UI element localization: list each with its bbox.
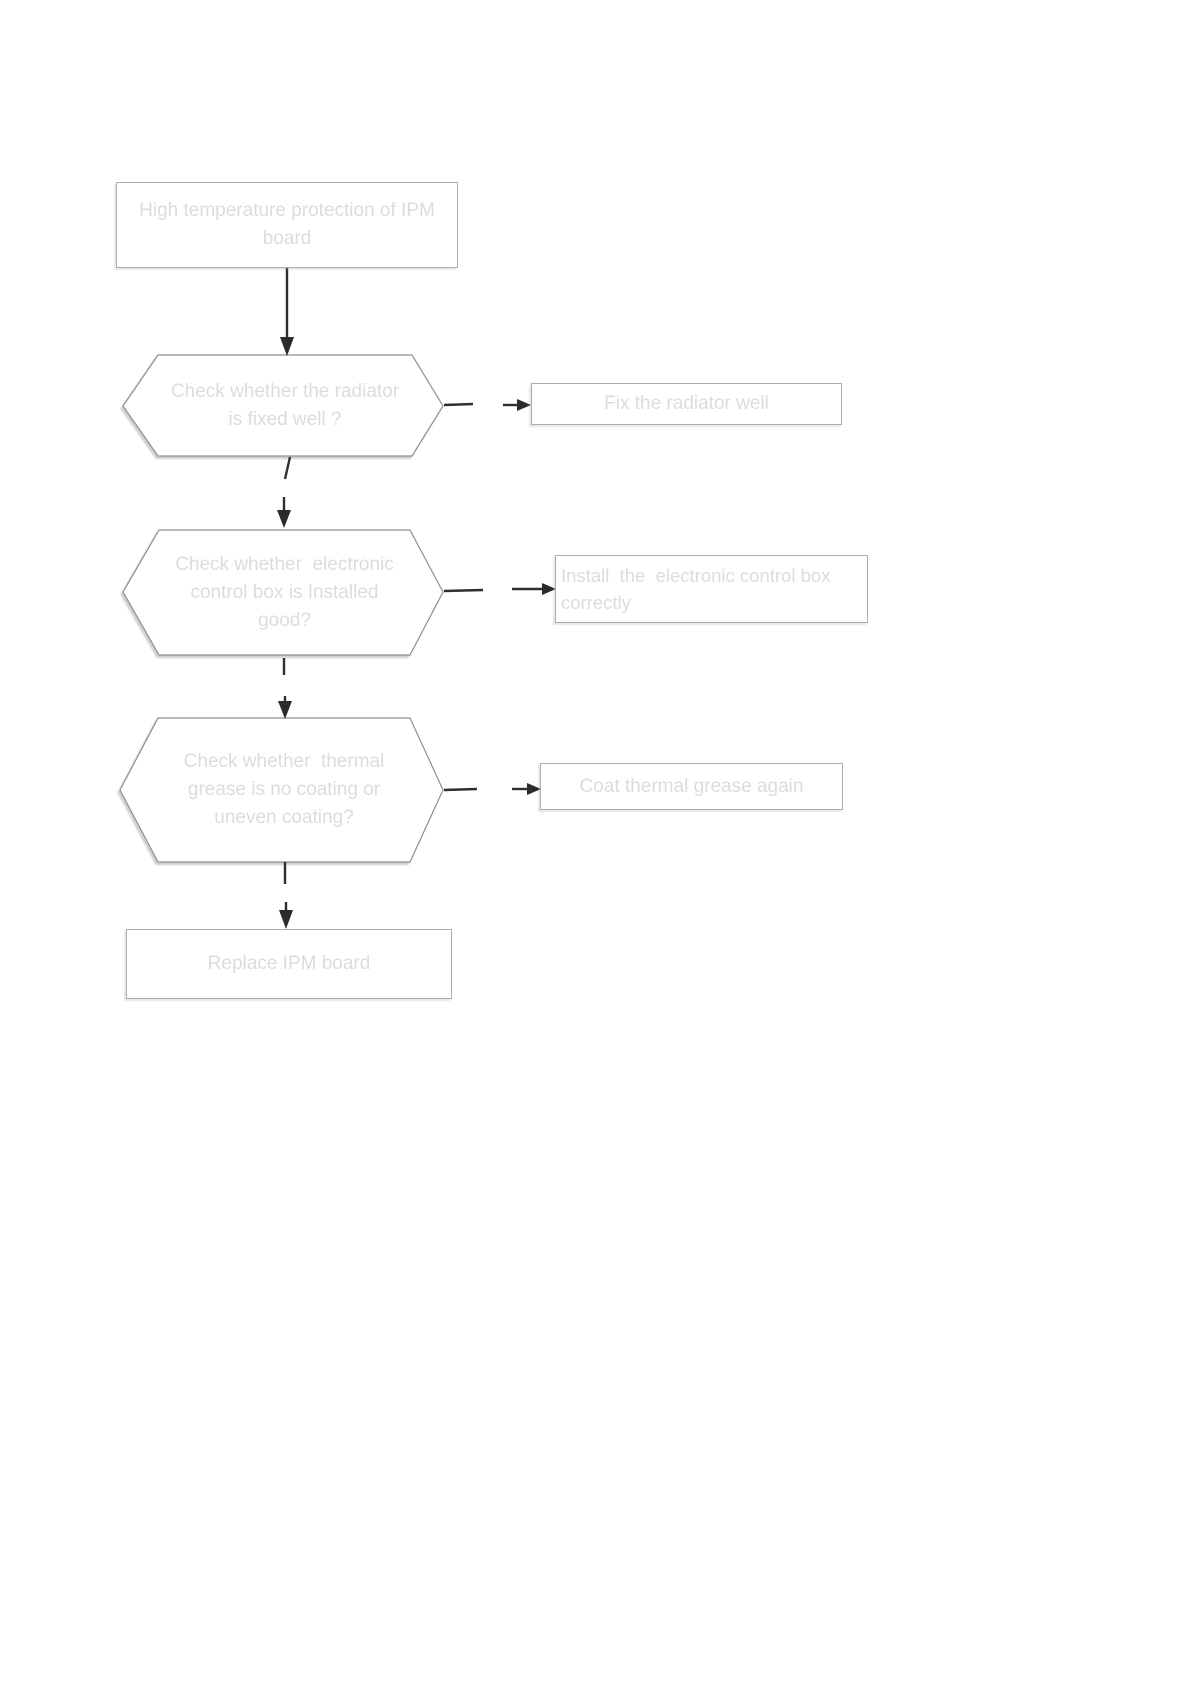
action-fix-radiator: Fix the radiator well — [531, 383, 842, 425]
decision3-hexagon — [119, 717, 444, 863]
connector-decision1-to-decision2 — [277, 456, 292, 528]
decision2-hexagon — [122, 529, 444, 656]
action-coat-thermal-grease: Coat thermal grease again — [540, 763, 843, 810]
decision1-hexagon — [122, 354, 444, 457]
connector-decision3-to-end — [279, 862, 293, 929]
action-install-control-box: Install the electronic control box corre… — [555, 555, 868, 623]
end-node-replace-ipm-board: Replace IPM board — [126, 929, 452, 999]
start-node: High temperature protection of IPM board — [116, 182, 458, 268]
connector-decision2-to-decision3 — [278, 658, 292, 719]
connector-start-to-decision1 — [280, 268, 294, 356]
connector-decision3-to-action3 — [443, 783, 541, 795]
connector-decision1-to-action1 — [443, 399, 531, 411]
connector-decision2-to-action2 — [443, 583, 556, 595]
